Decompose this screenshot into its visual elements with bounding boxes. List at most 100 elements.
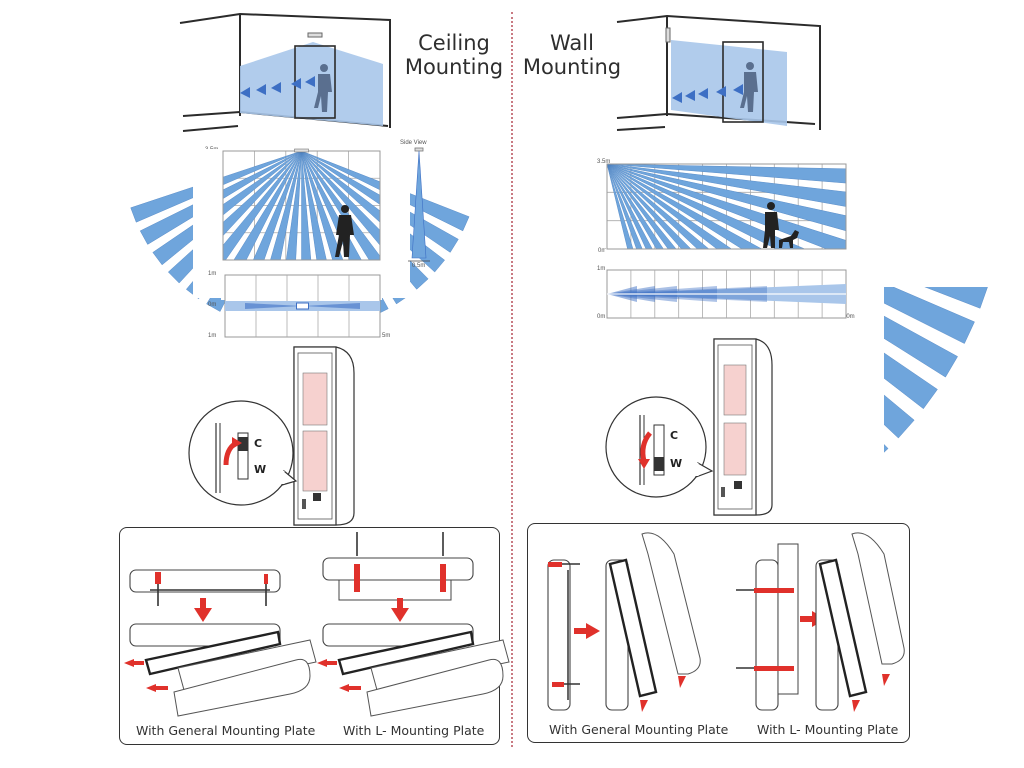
detector-cover — [641, 532, 701, 675]
detection-beam — [245, 303, 303, 309]
wall-side-coverage-chart — [605, 162, 1024, 649]
detection-beam — [152, 150, 302, 266]
person-icon — [335, 205, 354, 257]
caption-wall-general-plate: With General Mounting Plate — [549, 722, 729, 737]
wall-title-line2: Mounting — [522, 55, 622, 79]
ceiling-title-line2: Mounting — [404, 55, 504, 79]
general-plate-steps — [124, 569, 317, 717]
person-body — [335, 215, 354, 257]
red-arrow-down-icon — [194, 608, 212, 622]
l-bracket — [777, 543, 799, 695]
wall-sensor-icon — [665, 27, 671, 43]
ceiling-top-y-top-label: 1m — [208, 271, 217, 277]
wall-top-y-top-label: 1m — [597, 266, 606, 272]
person-head — [341, 205, 349, 213]
wall-top-y-bottom-label: 0m — [597, 314, 606, 320]
l-plate-steps — [317, 532, 510, 717]
ceiling-top-y-bottom-label: 1m — [208, 333, 217, 339]
person-body — [763, 212, 779, 248]
red-arrow-left-icon — [317, 659, 327, 667]
mounting-plate — [129, 569, 281, 593]
red-arrow-right-icon — [586, 623, 600, 639]
dog-icon — [779, 230, 799, 248]
mounting-plate — [755, 559, 779, 711]
red-arrow-down-icon — [640, 431, 652, 462]
detector-base — [608, 558, 658, 698]
detector-cover — [173, 658, 311, 717]
pcb-upper — [723, 364, 747, 416]
ceiling-room-illustration — [179, 12, 391, 132]
chart-frame — [606, 163, 847, 250]
switch-knob — [238, 437, 248, 451]
switch-zoom-bubble: C W — [188, 400, 298, 506]
ceiling-top-coverage-chart — [224, 274, 381, 338]
person-icon — [740, 62, 758, 112]
switch-label-c: C — [254, 437, 262, 450]
ceiling-sensor-icon — [307, 32, 323, 38]
detector-cover — [851, 532, 905, 665]
side-view-beam — [408, 147, 430, 262]
motion-arrows — [672, 84, 743, 103]
side-view-label: Side View — [400, 140, 427, 146]
section-divider — [511, 12, 513, 747]
switch-zoom-bubble: C W — [605, 396, 714, 498]
ceiling-top-x-end-label: 5m — [382, 333, 391, 339]
mask — [846, 162, 1024, 287]
red-arrow-left-icon — [124, 659, 134, 667]
switch-label-w: W — [670, 457, 682, 470]
pcb-lower — [723, 422, 747, 476]
detector-body — [713, 338, 773, 516]
side-view-width-label: 0.5m — [412, 263, 426, 269]
switch-knob — [654, 457, 664, 471]
wall-room-illustration — [616, 14, 821, 131]
switch-label-c: C — [670, 429, 678, 442]
ceiling-installation-panel — [119, 527, 500, 745]
ceiling-mounting-title: Ceiling Mounting — [402, 31, 506, 79]
red-arrow-left-icon — [339, 684, 349, 692]
wall-side-y-bottom-label: 0m — [598, 248, 607, 254]
wall-coverage-area — [671, 40, 787, 126]
red-arrow-down-icon — [852, 700, 860, 712]
wall-title-line1: Wall — [550, 31, 594, 55]
mounting-plate — [322, 557, 474, 581]
ceiling-top-y-mid-label: 0m — [208, 302, 217, 308]
mask — [380, 149, 410, 298]
wall-installation-panel — [527, 523, 910, 743]
red-arrow-down-icon — [391, 608, 409, 622]
general-plate-steps — [547, 532, 701, 712]
pcb-upper — [302, 372, 328, 426]
person-icon — [763, 202, 779, 248]
ceiling-side-coverage-chart — [130, 148, 470, 332]
ceiling-detector-switch-illustration: C W — [188, 346, 355, 526]
doorway — [722, 41, 764, 123]
mounting-plate — [547, 559, 571, 711]
person-head — [767, 202, 775, 210]
ceiling-title-line1: Ceiling — [418, 31, 490, 55]
pcb-lower — [302, 430, 328, 492]
caption-ceiling-l-plate: With L- Mounting Plate — [343, 723, 485, 738]
mask — [193, 149, 223, 298]
dog-body — [779, 230, 799, 248]
wall-installation-illustration — [547, 532, 905, 712]
wall-top-x-end-label: 10m — [843, 314, 855, 320]
wall-top-coverage-chart — [606, 269, 847, 319]
wall-side-y-top-label: 3.5m — [597, 159, 611, 165]
sensor-icon — [294, 148, 309, 153]
caption-wall-l-plate: With L- Mounting Plate — [757, 722, 899, 737]
detector-base — [144, 630, 282, 676]
red-arrow-down-icon — [640, 700, 648, 712]
l-plate-steps — [736, 532, 905, 712]
detector-base — [337, 630, 475, 676]
wall-mounting-title: Wall Mounting — [520, 31, 624, 79]
red-arrow-down-icon — [678, 676, 686, 688]
detection-beam — [302, 303, 360, 309]
sensor-icon — [296, 302, 309, 310]
red-arrow-left-icon — [146, 684, 156, 692]
motion-arrows — [240, 76, 315, 98]
l-bracket — [338, 579, 452, 601]
caption-ceiling-general-plate: With General Mounting Plate — [136, 723, 316, 738]
wall-detector-switch-illustration: C W — [605, 338, 773, 516]
ceiling-installation-illustration — [124, 532, 510, 717]
person-icon — [314, 64, 332, 112]
detector-body — [293, 346, 355, 526]
